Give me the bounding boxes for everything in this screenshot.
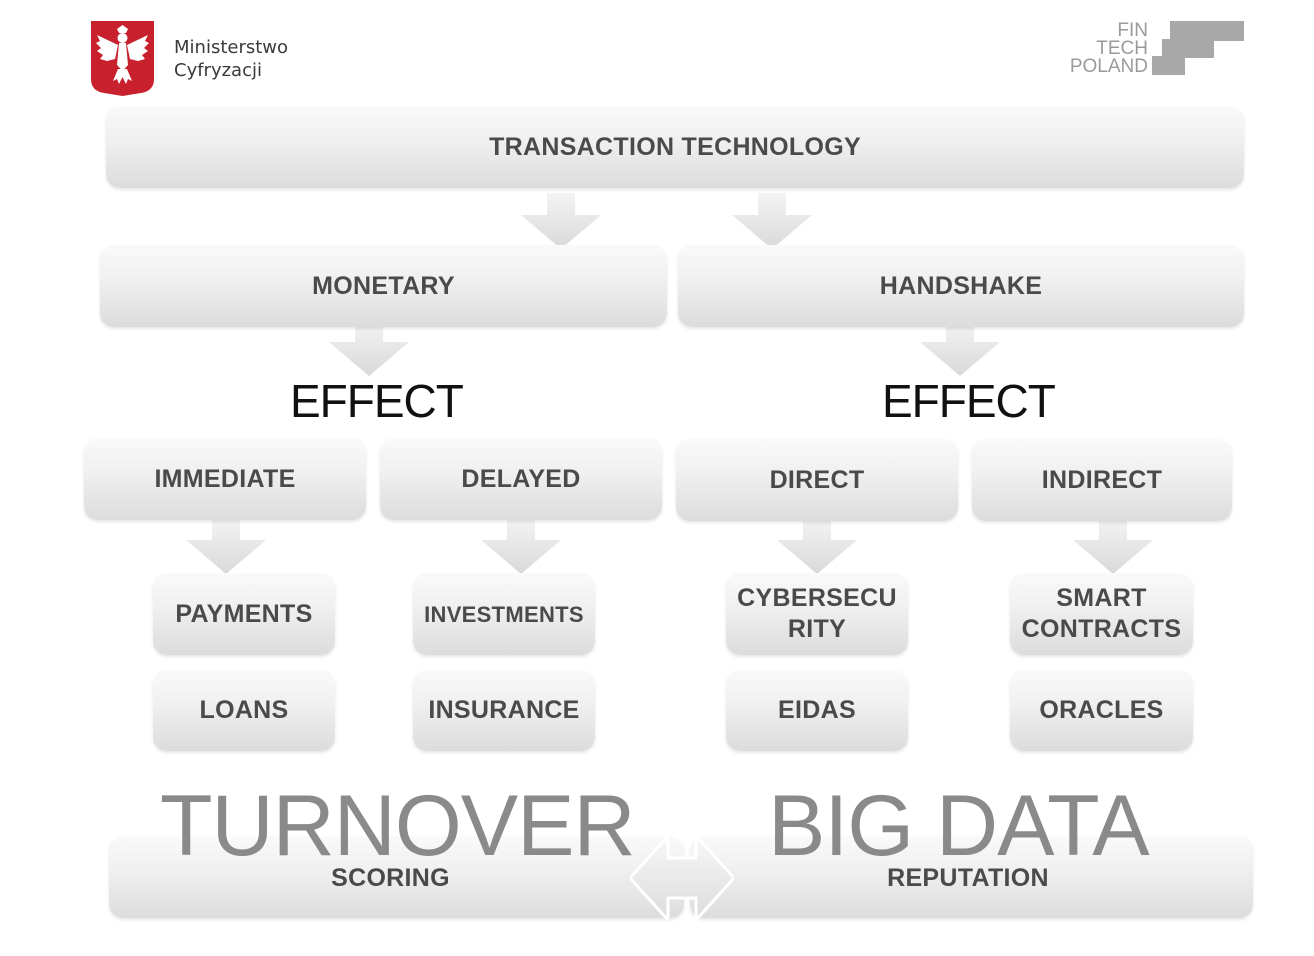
smart-contracts-label: SMART CONTRACTS (1022, 583, 1182, 645)
arrow-down-icon (777, 518, 857, 574)
smart-contracts-label-line1: SMART (1056, 584, 1147, 612)
cybersecurity-label-line2: RITY (787, 615, 847, 643)
loans-label: LOANS (199, 696, 289, 724)
reputation-box: REPUTATION (690, 836, 1253, 918)
immediate-label: IMMEDIATE (154, 464, 296, 493)
effect-label-left: EFFECT (290, 375, 464, 427)
arrow-down-icon (329, 320, 409, 376)
investments-label: INVESTMENTS (424, 601, 584, 627)
polish-eagle-emblem-icon (91, 21, 154, 96)
handshake-label: HANDSHAKE (879, 271, 1043, 300)
fintech-line3: POLAND (1069, 56, 1148, 77)
effect-label-right: EFFECT (882, 375, 1056, 427)
handshake-box: HANDSHAKE (678, 245, 1244, 327)
smart-contracts-label-line2: CONTRACTS (1021, 615, 1182, 643)
arrow-down-icon (521, 193, 601, 249)
indirect-label: INDIRECT (1041, 465, 1163, 494)
arrow-down-icon (481, 518, 561, 574)
indirect-box: INDIRECT (972, 439, 1232, 521)
fintech-poland-wordmark: FIN TECH POLAND (1069, 20, 1148, 77)
fintech-line2: TECH (1096, 38, 1148, 59)
arrow-down-icon (920, 320, 1000, 376)
monetary-label: MONETARY (312, 271, 455, 300)
arrow-down-icon (732, 193, 812, 249)
loans-box: LOANS (153, 670, 335, 751)
reputation-label: REPUTATION (887, 864, 1049, 892)
insurance-label: INSURANCE (428, 696, 580, 724)
immediate-box: IMMEDIATE (84, 438, 366, 520)
ministry-name-line1: Ministerstwo (174, 37, 289, 58)
double-arrow-icon (630, 836, 734, 920)
ministry-name: Ministerstwo Cyfryzacji (174, 36, 288, 82)
monetary-box: MONETARY (100, 245, 667, 327)
delayed-box: DELAYED (380, 438, 662, 520)
cybersecurity-label: CYBERSECU RITY (737, 583, 897, 645)
cybersecurity-box: CYBERSECU RITY (726, 573, 908, 655)
eidas-box: EIDAS (726, 670, 908, 751)
arrow-down-icon (1073, 518, 1153, 574)
investments-box: INVESTMENTS (413, 573, 595, 655)
insurance-box: INSURANCE (413, 670, 595, 751)
ministry-name-line2: Cyfryzacji (174, 60, 262, 81)
eidas-label: EIDAS (778, 696, 856, 724)
smart-contracts-box: SMART CONTRACTS (1010, 573, 1193, 655)
arrow-down-icon (186, 518, 266, 574)
turnover-heading: TURNOVER (160, 778, 636, 874)
transaction-technology-label: TRANSACTION TECHNOLOGY (489, 132, 861, 161)
scoring-box: SCORING (109, 836, 684, 918)
fintech-line1: FIN (1117, 20, 1148, 41)
fintech-logo-icon (1150, 21, 1244, 76)
direct-box: DIRECT (676, 439, 958, 521)
direct-label: DIRECT (769, 465, 865, 494)
oracles-box: ORACLES (1010, 670, 1193, 751)
big-data-heading: BIG DATA (768, 778, 1150, 874)
transaction-technology-box: TRANSACTION TECHNOLOGY (106, 106, 1244, 188)
cybersecurity-label-line1: CYBERSECU (737, 584, 897, 612)
scoring-label: SCORING (331, 864, 450, 892)
delayed-label: DELAYED (461, 464, 581, 493)
payments-label: PAYMENTS (175, 599, 313, 628)
payments-box: PAYMENTS (153, 573, 335, 655)
oracles-label: ORACLES (1039, 696, 1164, 724)
